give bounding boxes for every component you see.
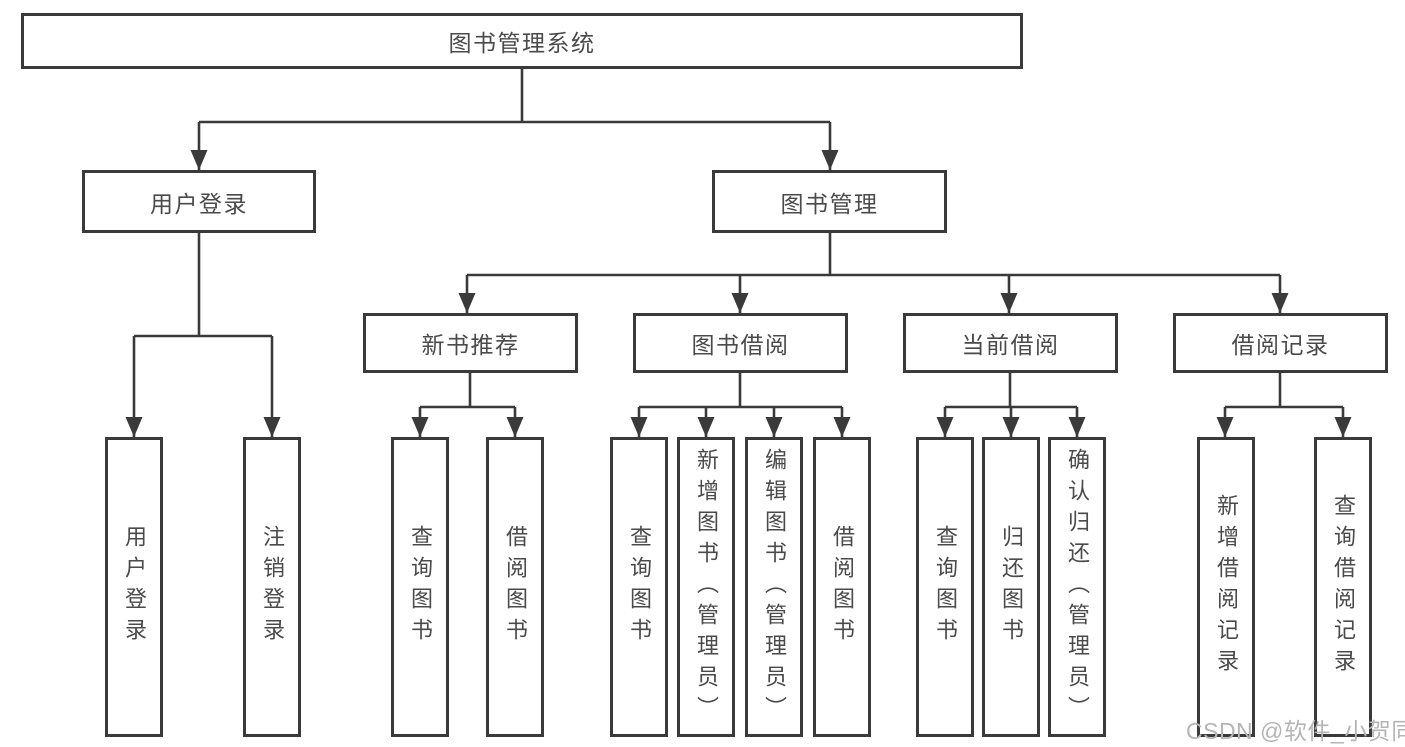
leaf-user-login: 用户登录 bbox=[105, 437, 163, 737]
leaf-borrow-lend-books: 借阅图书 bbox=[813, 437, 871, 737]
leaf-records-query-borrow-record: 查询借阅记录 bbox=[1314, 437, 1372, 737]
csdn-watermark: CSDN @软件_小贺同学 bbox=[1186, 718, 1405, 744]
node-book-borrowing: 图书借阅 bbox=[633, 313, 848, 373]
leaf-logout: 注销登录 bbox=[243, 437, 301, 737]
node-new-book-recommend: 新书推荐 bbox=[363, 313, 578, 373]
leaf-records-add-borrow-record: 新增借阅记录 bbox=[1197, 437, 1255, 737]
leaf-borrow-edit-books-admin: 编辑图书（管理员） bbox=[745, 437, 803, 737]
leaf-current-confirm-return-admin: 确认归还（管理员） bbox=[1048, 437, 1106, 737]
arrowheads bbox=[125, 150, 1352, 437]
node-user-login: 用户登录 bbox=[82, 170, 316, 233]
node-book-management: 图书管理 bbox=[712, 170, 947, 233]
leaf-borrow-query-books: 查询图书 bbox=[610, 437, 668, 737]
leaf-borrow-add-books-admin: 新增图书（管理员） bbox=[677, 437, 735, 737]
node-library-management-system: 图书管理系统 bbox=[21, 13, 1023, 69]
leaf-current-query-books: 查询图书 bbox=[916, 437, 974, 737]
node-borrowing-records: 借阅记录 bbox=[1173, 313, 1388, 373]
leaf-current-return-books: 归还图书 bbox=[982, 437, 1040, 737]
node-current-borrowing: 当前借阅 bbox=[903, 313, 1118, 373]
leaf-recommend-query-books: 查询图书 bbox=[391, 437, 449, 737]
leaf-recommend-borrow-books: 借阅图书 bbox=[486, 437, 544, 737]
